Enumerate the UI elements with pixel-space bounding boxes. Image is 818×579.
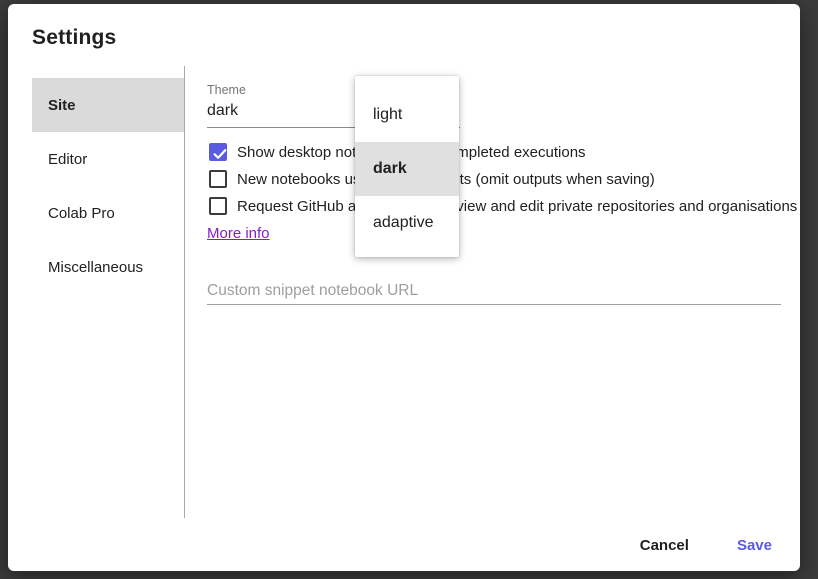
dropdown-option-label: light: [373, 106, 403, 123]
theme-option-dark[interactable]: dark: [355, 142, 459, 196]
save-button[interactable]: Save: [735, 533, 774, 558]
sidebar-item-label: Editor: [48, 150, 88, 168]
sidebar-divider: [184, 66, 185, 518]
settings-sidebar: Site Editor Colab Pro Miscellaneous: [32, 78, 184, 294]
dialog-footer: Cancel Save: [638, 533, 774, 558]
theme-select[interactable]: dark: [207, 102, 460, 128]
theme-field-label: Theme: [207, 83, 246, 97]
theme-option-adaptive[interactable]: adaptive: [355, 196, 459, 250]
cancel-button[interactable]: Cancel: [638, 533, 691, 558]
sidebar-item-label: Site: [48, 96, 76, 114]
sidebar-item-site[interactable]: Site: [32, 78, 184, 132]
dropdown-option-label: dark: [373, 160, 407, 177]
checkbox-label: Request GitHub access token to view and …: [237, 197, 798, 215]
sidebar-item-label: Colab Pro: [48, 204, 115, 222]
theme-option-light[interactable]: light: [355, 88, 459, 142]
more-info-link[interactable]: More info: [207, 225, 270, 242]
custom-snippet-url-input[interactable]: [207, 278, 781, 305]
checkbox-row-github-access: Request GitHub access token to view and …: [207, 196, 797, 216]
github-access-checkbox[interactable]: [209, 197, 227, 215]
sidebar-item-colab-pro[interactable]: Colab Pro: [32, 186, 184, 240]
checkmark-icon: [213, 149, 227, 159]
theme-dropdown-menu: light dark adaptive: [355, 76, 459, 257]
dropdown-option-label: adaptive: [373, 214, 434, 231]
settings-dialog: Settings Site Editor Colab Pro Miscellan…: [8, 4, 800, 571]
page-title: Settings: [32, 26, 117, 49]
sidebar-item-miscellaneous[interactable]: Miscellaneous: [32, 240, 184, 294]
private-outputs-checkbox[interactable]: [209, 170, 227, 188]
sidebar-item-label: Miscellaneous: [48, 258, 144, 276]
sidebar-item-editor[interactable]: Editor: [32, 132, 184, 186]
desktop-notifications-checkbox[interactable]: [209, 143, 227, 161]
